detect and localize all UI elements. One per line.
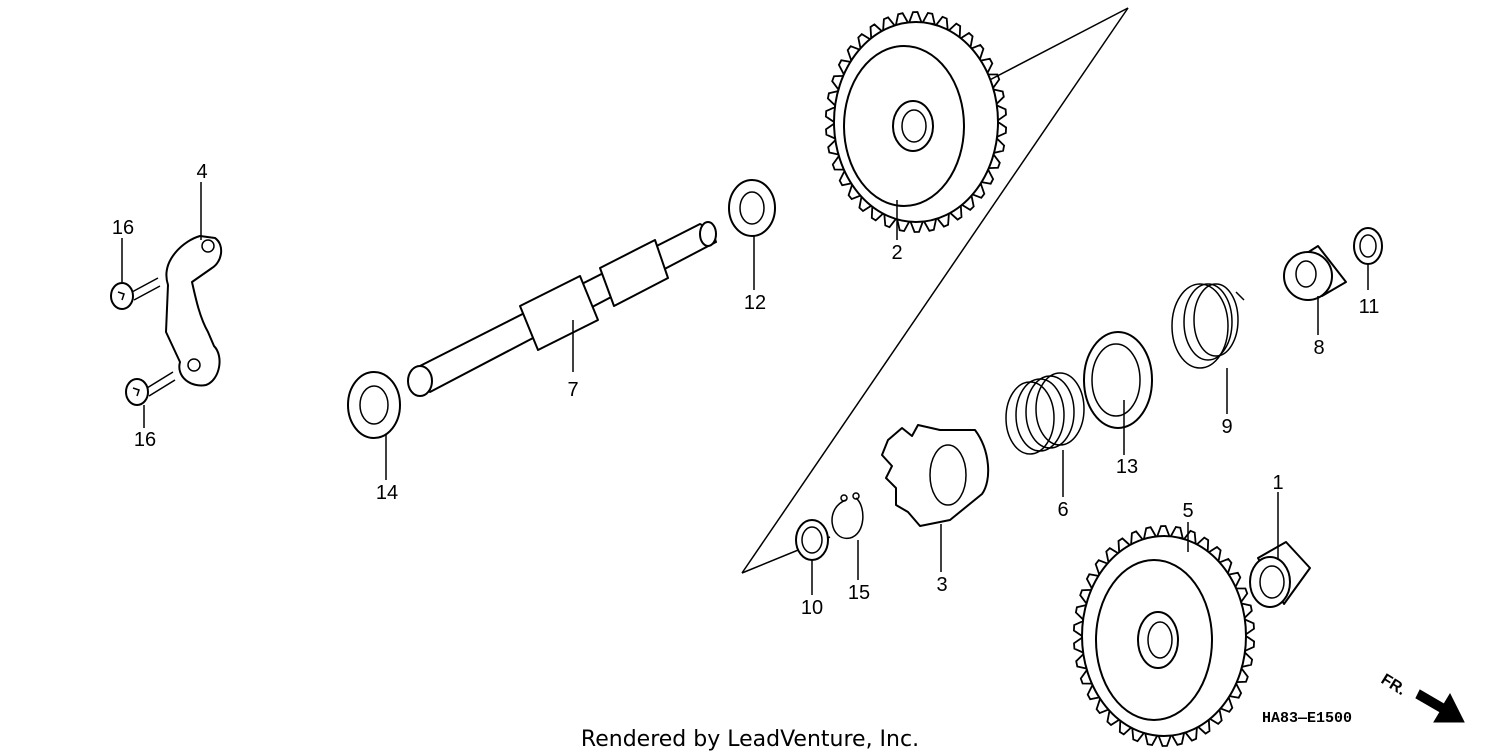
part-bushing-1[interactable]: [1249, 541, 1311, 608]
part-guide-8[interactable]: [1283, 245, 1347, 301]
part-washer-14[interactable]: [347, 371, 401, 439]
part-washer-12[interactable]: [728, 179, 776, 237]
callout-13: 13: [1116, 456, 1138, 478]
callout-8: 8: [1313, 337, 1324, 359]
part-ratchet[interactable]: [881, 424, 990, 527]
callouts: 4 16 16 7 14 12 2 3 6 13 9 8 11 5 1 10 1…: [112, 161, 1380, 619]
callout-5: 5: [1182, 500, 1193, 522]
part-washer-11[interactable]: [1353, 227, 1383, 265]
callout-3: 3: [936, 574, 947, 596]
part-spring-9[interactable]: [1171, 283, 1245, 369]
callout-2: 2: [891, 242, 902, 264]
callout-10: 10: [801, 597, 823, 619]
part-bolt-lower[interactable]: [125, 371, 176, 406]
callout-6: 6: [1057, 499, 1068, 521]
part-bracket[interactable]: [165, 235, 223, 387]
callout-4: 4: [196, 161, 207, 183]
callout-7: 7: [567, 379, 578, 401]
front-direction-indicator: FR.: [1378, 671, 1465, 723]
part-bolt-upper[interactable]: [110, 277, 161, 310]
part-washer-10[interactable]: [795, 519, 829, 561]
callout-11: 11: [1359, 296, 1380, 318]
direction-label: FR.: [1378, 671, 1409, 699]
part-shaft[interactable]: [407, 221, 717, 397]
callout-15: 15: [848, 582, 870, 604]
callout-16-lower: 16: [134, 429, 156, 451]
part-collar-13[interactable]: [1083, 331, 1153, 429]
part-circlip-15[interactable]: [831, 492, 864, 539]
drawing-code: HA83—E1500: [1262, 710, 1352, 727]
leader-lines: [121, 182, 1369, 595]
callout-9: 9: [1221, 416, 1232, 438]
direction-arrow-icon: [1415, 689, 1465, 723]
callout-12: 12: [744, 292, 766, 314]
footer-credit: Rendered by LeadVenture, Inc.: [581, 727, 919, 752]
part-gear-large-upper[interactable]: [824, 11, 1008, 233]
part-spring-6[interactable]: [1005, 372, 1085, 455]
callout-16-upper: 16: [112, 217, 134, 239]
part-gear-large-lower[interactable]: [1072, 525, 1256, 747]
callout-1: 1: [1272, 472, 1283, 494]
callout-14: 14: [376, 482, 398, 504]
